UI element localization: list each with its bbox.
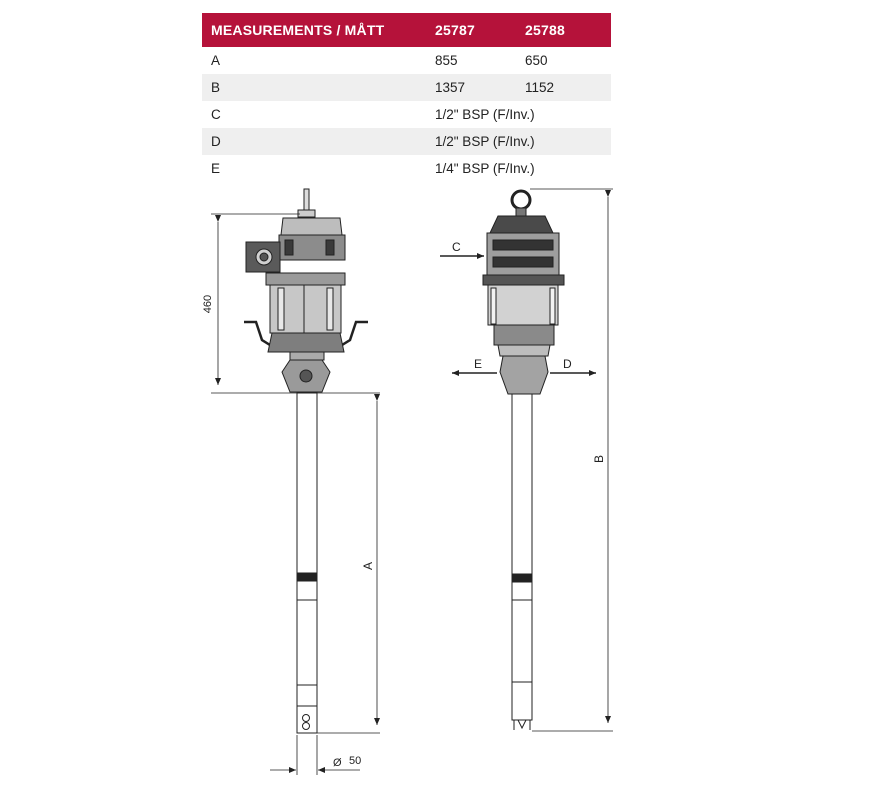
measurements-table: MEASUREMENTS / MÅTT 25787 25788 A 855 65… [202,13,611,182]
row-value-both: 1/4" BSP (F/Inv.) [435,161,535,176]
dimension-lines-front [211,213,380,775]
pump-front-view [244,188,368,734]
table-row: D 1/2" BSP (F/Inv.) [202,128,611,155]
dimension-b-label: B [592,455,606,463]
row-value-25787: 855 [435,53,458,68]
row-label: D [202,128,435,155]
diameter-value-label: 50 [349,755,361,767]
table-row: B 1357 1152 [202,74,611,101]
pump-side-view [482,189,565,730]
port-d-label: D [563,357,572,371]
port-c-label: C [452,240,461,254]
port-e-label: E [474,357,482,371]
dimension-lines-side [440,188,613,732]
dimension-a-label: A [361,562,375,570]
table-row: E 1/4" BSP (F/Inv.) [202,155,611,182]
header-model-25788: 25788 [525,13,611,47]
table-row: A 855 650 [202,47,611,74]
row-label: C [211,107,221,122]
table-row: C 1/2" BSP (F/Inv.) [202,101,611,128]
table-header-row: MEASUREMENTS / MÅTT 25787 25788 [202,13,611,47]
diameter-symbol: Ø [333,757,342,769]
row-value-both: 1/2" BSP (F/Inv.) [435,128,611,155]
row-value-both: 1/2" BSP (F/Inv.) [435,107,535,122]
header-measurements: MEASUREMENTS / MÅTT [202,13,435,47]
row-label: B [202,74,435,101]
dimension-460-label: 460 [202,295,214,313]
row-value-25788: 650 [525,53,548,68]
row-value-25788: 1152 [525,74,611,101]
row-label: A [211,53,221,68]
header-model-25787: 25787 [435,13,525,47]
row-value-25787: 1357 [435,74,525,101]
row-label: E [211,161,221,176]
